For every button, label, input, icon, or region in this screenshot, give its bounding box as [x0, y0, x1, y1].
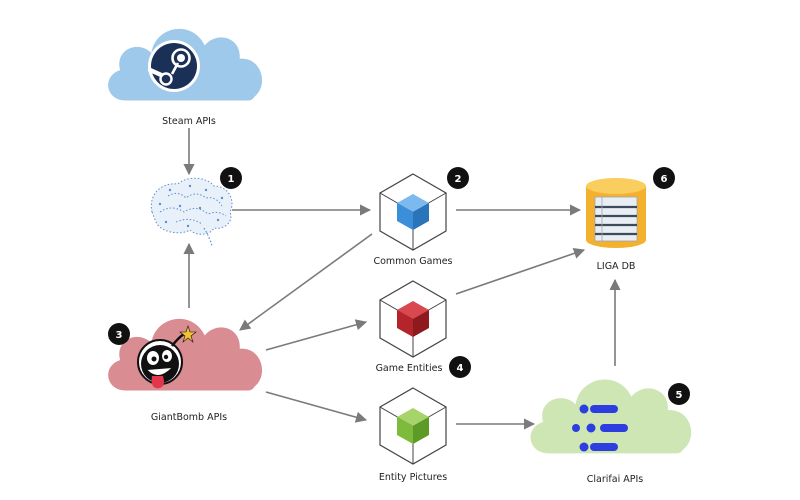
common-games-node: 2 Common Games — [373, 167, 469, 267]
brain-node: 1 — [150, 167, 242, 247]
database-icon — [586, 178, 646, 248]
edge-giantbomb-to-entity-pictures — [265, 391, 368, 423]
brain-icon — [150, 177, 233, 247]
edge-common-games-to-giantbomb — [239, 233, 373, 331]
badge-3: 3 — [116, 330, 123, 341]
giantbomb-apis-label: GiantBomb APIs — [151, 412, 227, 423]
edge-giantbomb-to-game-entities — [265, 319, 368, 351]
badge-2: 2 — [455, 174, 462, 185]
badge-5: 5 — [676, 390, 683, 401]
badge-1: 1 — [228, 174, 235, 185]
clarifai-logo-icon — [572, 404, 628, 452]
entity-pictures-label: Entity Pictures — [379, 472, 447, 483]
clarifai-apis-label: Clarifai APIs — [587, 474, 643, 485]
badge-5-circle — [668, 383, 690, 405]
giantbomb-cloud — [108, 318, 263, 391]
giantbomb-apis-node: 3 GiantBomb APIs — [108, 318, 263, 423]
steam-apis-node: Steam APIs — [108, 28, 263, 127]
badge-4: 4 — [457, 363, 464, 374]
badge-3-circle — [108, 323, 130, 345]
steam-logo-icon — [147, 40, 200, 92]
entity-pictures-node: Entity Pictures — [379, 387, 447, 483]
edges — [183, 128, 621, 430]
common-games-label: Common Games — [373, 256, 452, 267]
liga-db-label: LIGA DB — [597, 261, 636, 272]
clarifai-cloud — [530, 379, 692, 454]
game-entities-label: Game Entities — [376, 363, 443, 374]
green-cube-icon — [379, 387, 447, 465]
bomb-mascot-icon — [137, 325, 197, 389]
blue-cube-icon — [379, 173, 447, 251]
red-cube-icon — [379, 280, 447, 358]
badge-1-circle — [220, 167, 242, 189]
badge-2-circle — [447, 167, 469, 189]
liga-db-node: 6 LIGA DB — [586, 167, 675, 272]
badge-6-circle — [653, 167, 675, 189]
game-entities-node: Game Entities 4 — [376, 280, 471, 378]
badge-6: 6 — [661, 174, 668, 185]
steam-apis-label: Steam APIs — [162, 116, 216, 127]
edge-game-entities-to-liga-db — [455, 247, 586, 295]
clarifai-apis-node: 5 Clarifai APIs — [530, 379, 692, 485]
badge-4-circle — [449, 356, 471, 378]
